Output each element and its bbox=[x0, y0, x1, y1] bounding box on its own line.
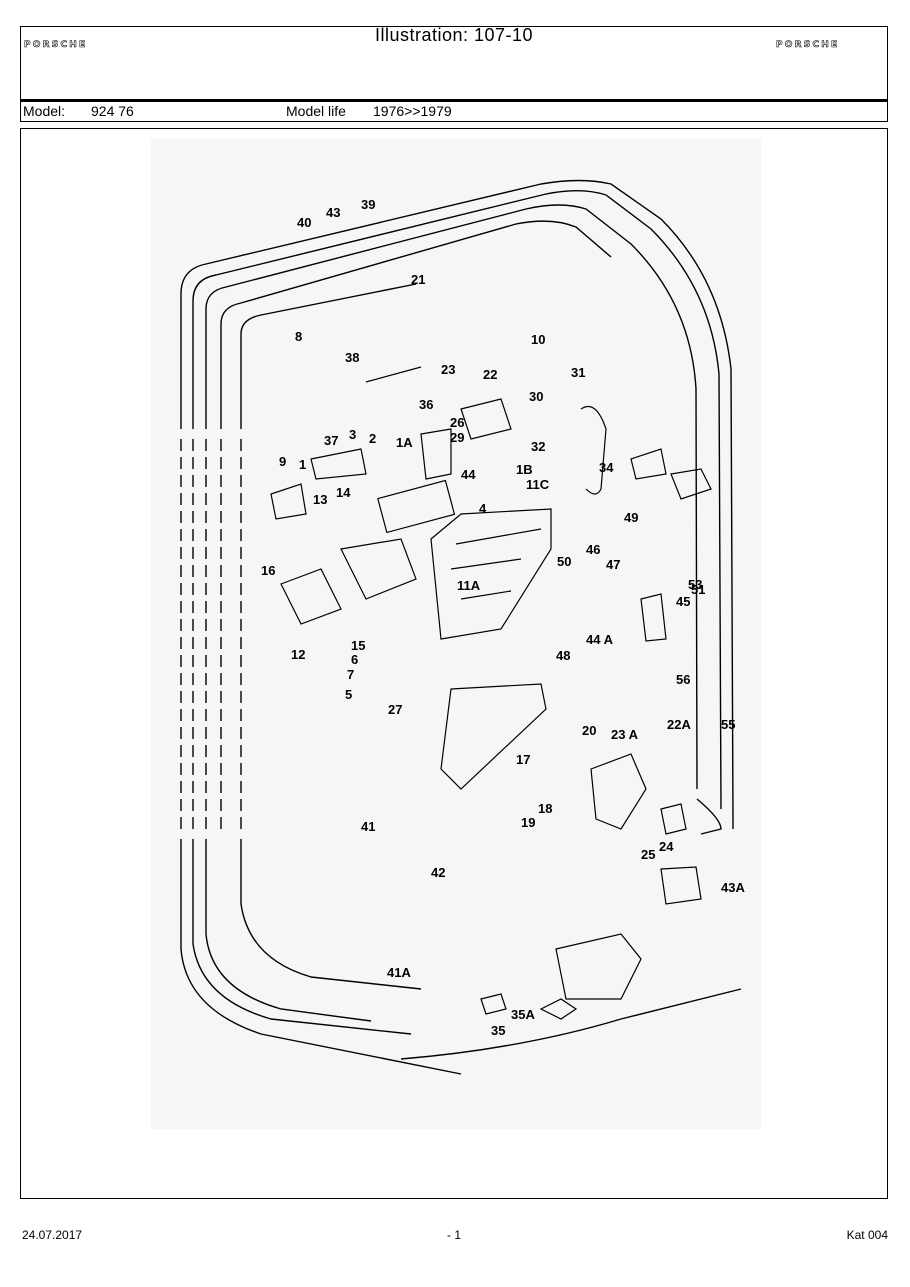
model-value: 924 76 bbox=[91, 103, 134, 119]
callout-21: 21 bbox=[411, 272, 425, 287]
hose-lines bbox=[180, 179, 742, 1075]
callout-5: 5 bbox=[345, 687, 352, 702]
callout-36: 36 bbox=[419, 397, 433, 412]
callout-30: 30 bbox=[529, 389, 543, 404]
footer-page-number: - 1 bbox=[447, 1228, 462, 1242]
callout-10: 10 bbox=[531, 332, 545, 347]
callout-16: 16 bbox=[261, 563, 275, 578]
callout-4: 4 bbox=[479, 501, 487, 516]
callout-37: 37 bbox=[324, 433, 338, 448]
callout-27: 27 bbox=[388, 702, 402, 717]
callout-50: 50 bbox=[557, 554, 571, 569]
callout-9: 9 bbox=[279, 454, 286, 469]
model-life-value: 1976>>1979 bbox=[373, 103, 452, 119]
callout-1B: 1B bbox=[516, 462, 533, 477]
callout-49: 49 bbox=[624, 510, 638, 525]
callout-11A: 11A bbox=[457, 578, 481, 593]
callout-34: 34 bbox=[599, 460, 614, 475]
callout-44A: 44 A bbox=[586, 632, 614, 647]
callout-20: 20 bbox=[582, 723, 596, 738]
page-title: Illustration: 107-10 bbox=[374, 25, 534, 45]
callout-47: 47 bbox=[606, 557, 620, 572]
model-label: Model: bbox=[23, 103, 66, 119]
diagram-background bbox=[151, 139, 761, 1129]
callout-15: 15 bbox=[351, 638, 365, 653]
footer-catalog: Kat 004 bbox=[846, 1228, 888, 1242]
callout-6: 6 bbox=[351, 652, 358, 667]
callout-48: 48 bbox=[556, 648, 570, 663]
callout-labels: 40 43 39 21 10 8 38 23 22 36 30 31 37 3 … bbox=[261, 197, 745, 1038]
callout-44: 44 bbox=[461, 467, 476, 482]
callout-31: 31 bbox=[571, 365, 585, 380]
intake-manifold bbox=[270, 366, 712, 1020]
exploded-parts-diagram: 40 43 39 21 10 8 38 23 22 36 30 31 37 3 … bbox=[151, 139, 761, 1129]
model-life-label: Model life bbox=[286, 103, 346, 119]
callout-56: 56 bbox=[676, 672, 690, 687]
callout-39: 39 bbox=[361, 197, 375, 212]
callout-8: 8 bbox=[295, 329, 302, 344]
callout-43: 43 bbox=[326, 205, 340, 220]
callout-38: 38 bbox=[345, 350, 359, 365]
callout-3: 3 bbox=[349, 427, 356, 442]
callout-51: 51 bbox=[691, 582, 705, 597]
callout-40: 40 bbox=[297, 215, 311, 230]
svg-text:PORSCHE: PORSCHE bbox=[24, 40, 87, 48]
callout-19: 19 bbox=[521, 815, 535, 830]
callout-53: 53 bbox=[688, 577, 702, 592]
callout-17: 17 bbox=[516, 752, 530, 767]
callout-14: 14 bbox=[336, 485, 351, 500]
callout-35A: 35A bbox=[511, 1007, 535, 1022]
callout-23: 23 bbox=[441, 362, 455, 377]
callout-12: 12 bbox=[291, 647, 305, 662]
porsche-logo-left: PORSCHE bbox=[24, 40, 87, 48]
callout-1: 1 bbox=[299, 457, 306, 472]
callout-1A: 1A bbox=[396, 435, 413, 450]
callout-2: 2 bbox=[369, 431, 376, 446]
parts-illustration-panel: 40 43 39 21 10 8 38 23 22 36 30 31 37 3 … bbox=[20, 128, 888, 1199]
callout-26: 26 bbox=[450, 415, 464, 430]
callout-55: 55 bbox=[721, 717, 735, 732]
callout-11C: 11C bbox=[526, 477, 550, 492]
header-panel: PORSCHE Illustration: 107-10 PORSCHE Mod… bbox=[20, 25, 888, 122]
callout-22A: 22A bbox=[667, 717, 691, 732]
callout-35: 35 bbox=[491, 1023, 505, 1038]
callout-18: 18 bbox=[538, 801, 552, 816]
callout-43A: 43A bbox=[721, 880, 745, 895]
callout-13: 13 bbox=[313, 492, 327, 507]
callout-22: 22 bbox=[483, 367, 497, 382]
callout-41: 41 bbox=[361, 819, 375, 834]
callout-42: 42 bbox=[431, 865, 445, 880]
callout-7: 7 bbox=[347, 667, 354, 682]
callout-45: 45 bbox=[676, 594, 690, 609]
svg-text:PORSCHE: PORSCHE bbox=[776, 40, 839, 48]
callout-32: 32 bbox=[531, 439, 545, 454]
footer-date: 24.07.2017 bbox=[22, 1228, 83, 1242]
model-info-row: Model: 924 76 Model life 1976>>1979 bbox=[21, 102, 887, 122]
header-divider bbox=[21, 99, 887, 102]
callout-25: 25 bbox=[641, 847, 655, 862]
callout-46: 46 bbox=[586, 542, 600, 557]
porsche-logo-right: PORSCHE bbox=[776, 40, 839, 48]
callout-24: 24 bbox=[659, 839, 674, 854]
callout-41A: 41A bbox=[387, 965, 411, 980]
callout-23A: 23 A bbox=[611, 727, 639, 742]
callout-29: 29 bbox=[450, 430, 464, 445]
